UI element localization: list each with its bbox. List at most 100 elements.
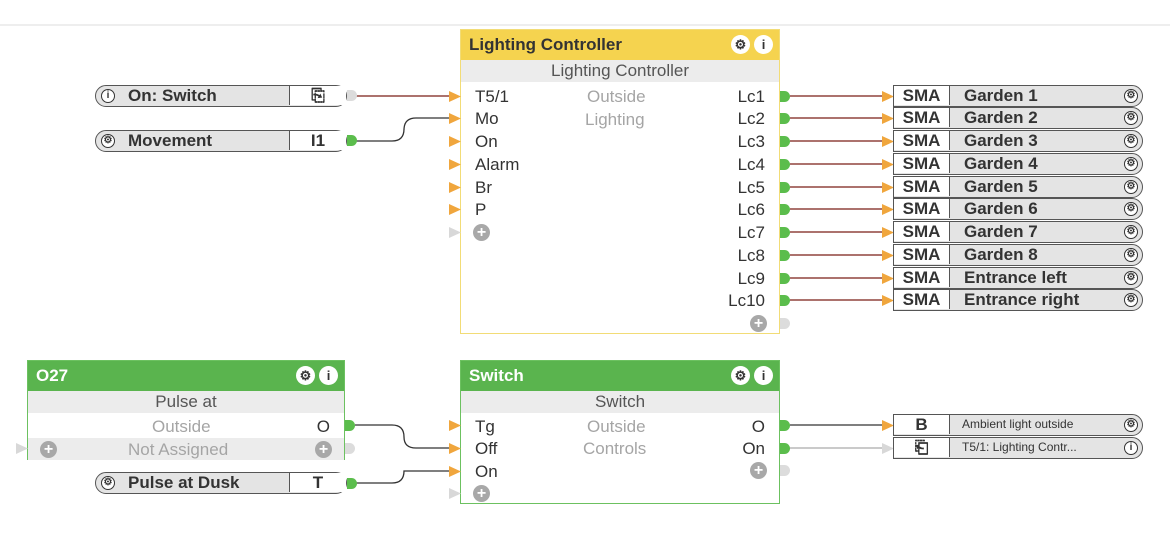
output-garden-2[interactable]: SMA Garden 2 ⚙	[893, 107, 1143, 129]
info-icon[interactable]: i	[754, 366, 773, 385]
output-port[interactable]	[780, 250, 790, 261]
gear-icon[interactable]: ⚙	[731, 366, 750, 385]
output-tag: SMA	[894, 245, 950, 264]
output-tag: SMA	[894, 222, 950, 241]
input-port[interactable]	[882, 159, 894, 170]
gear-icon[interactable]: ⚙	[1124, 202, 1138, 216]
input-port[interactable]	[449, 204, 461, 215]
gear-icon[interactable]: ⚙	[296, 366, 315, 385]
info-icon[interactable]: i	[319, 366, 338, 385]
output-port[interactable]	[780, 159, 790, 170]
output-garden-7[interactable]: SMA Garden 7 ⚙	[893, 221, 1143, 243]
output-ambient-light[interactable]: B Ambient light outside ⚙	[893, 414, 1143, 436]
input-port[interactable]	[449, 136, 461, 147]
input-port[interactable]	[882, 182, 894, 193]
block-header[interactable]: O27 ⚙ i	[28, 361, 344, 391]
output-tag: SMA	[894, 290, 950, 309]
output-port[interactable]	[780, 113, 790, 124]
output-port[interactable]	[345, 443, 355, 454]
output-port[interactable]	[780, 443, 790, 454]
gear-icon[interactable]: ⚙	[1124, 157, 1138, 171]
output-port[interactable]	[780, 465, 790, 476]
input-on-switch[interactable]: i On: Switch ⎘	[95, 85, 347, 107]
add-output-icon[interactable]: +	[750, 462, 767, 479]
add-input-icon[interactable]: +	[473, 485, 490, 502]
info-icon[interactable]: i	[101, 89, 115, 103]
input-port[interactable]	[882, 420, 894, 431]
output-port[interactable]	[347, 478, 357, 489]
add-input-icon[interactable]: +	[473, 224, 490, 241]
input-port[interactable]	[449, 488, 461, 499]
output-label: Garden 3	[964, 131, 1038, 150]
switch-block[interactable]: Switch ⚙ i Switch Tg Off On + Outside Co…	[460, 360, 780, 504]
gear-icon[interactable]: ⚙	[731, 35, 750, 54]
output-port[interactable]	[780, 204, 790, 215]
block-header[interactable]: Lighting Controller ⚙ i	[461, 30, 779, 60]
output-port[interactable]	[780, 91, 790, 102]
input-port[interactable]	[882, 273, 894, 284]
gear-icon[interactable]: ⚙	[1124, 134, 1138, 148]
input-port[interactable]	[882, 250, 894, 261]
input-port[interactable]	[882, 136, 894, 147]
output-label: Lc1	[737, 87, 765, 106]
info-icon[interactable]: i	[754, 35, 773, 54]
output-garden-3[interactable]: SMA Garden 3 ⚙	[893, 130, 1143, 152]
output-port[interactable]	[780, 295, 790, 306]
output-tag: SMA	[894, 199, 950, 218]
output-label: Entrance left	[964, 268, 1067, 287]
gear-icon[interactable]: ⚙	[1124, 89, 1138, 103]
gear-icon[interactable]: ⚙	[101, 476, 115, 490]
gear-icon[interactable]: ⚙	[1124, 271, 1138, 285]
output-entrance-left[interactable]: SMA Entrance left ⚙	[893, 267, 1143, 289]
output-port[interactable]	[347, 135, 357, 146]
input-port[interactable]	[882, 113, 894, 124]
lighting-controller-block[interactable]: Lighting Controller ⚙ i Lighting Control…	[460, 29, 780, 334]
output-label: Lc7	[737, 223, 765, 242]
output-port[interactable]	[345, 420, 355, 431]
input-port[interactable]	[449, 113, 461, 124]
input-port[interactable]	[449, 466, 461, 477]
output-garden-8[interactable]: SMA Garden 8 ⚙	[893, 244, 1143, 266]
gear-icon[interactable]: ⚙	[1124, 180, 1138, 194]
input-port[interactable]	[882, 227, 894, 238]
input-port[interactable]	[882, 91, 894, 102]
input-port[interactable]	[449, 227, 461, 238]
add-output-icon[interactable]: +	[315, 441, 332, 458]
output-garden-4[interactable]: SMA Garden 4 ⚙	[893, 153, 1143, 175]
input-movement[interactable]: ⚙ Movement I1	[95, 130, 347, 152]
gear-icon[interactable]: ⚙	[1124, 225, 1138, 239]
output-port[interactable]	[780, 273, 790, 284]
output-lighting-controller-ref[interactable]: ⎗ T5/1: Lighting Contr... i	[893, 437, 1143, 459]
output-garden-6[interactable]: SMA Garden 6 ⚙	[893, 198, 1143, 220]
input-port[interactable]	[882, 295, 894, 306]
output-port[interactable]	[780, 227, 790, 238]
input-port[interactable]	[449, 159, 461, 170]
gear-icon[interactable]: ⚙	[101, 134, 115, 148]
info-icon[interactable]: i	[1124, 441, 1138, 455]
input-port[interactable]	[449, 443, 461, 454]
input-port[interactable]	[16, 443, 28, 454]
gear-icon[interactable]: ⚙	[1124, 248, 1138, 262]
input-port[interactable]	[449, 182, 461, 193]
block-header[interactable]: Switch ⚙ i	[461, 361, 779, 391]
output-port[interactable]	[780, 136, 790, 147]
gear-icon[interactable]: ⚙	[1124, 418, 1138, 432]
output-port[interactable]	[347, 90, 357, 101]
input-port[interactable]	[882, 204, 894, 215]
gear-icon[interactable]: ⚙	[1124, 111, 1138, 125]
output-port[interactable]	[780, 182, 790, 193]
o27-block[interactable]: O27 ⚙ i Pulse at Outside O + Not Assigne…	[27, 360, 345, 460]
input-pulse-at-dusk[interactable]: ⚙ Pulse at Dusk T	[95, 472, 347, 494]
output-garden-1[interactable]: SMA Garden 1 ⚙	[893, 85, 1143, 107]
output-port[interactable]	[780, 318, 790, 329]
input-port[interactable]	[449, 91, 461, 102]
add-input-icon[interactable]: +	[40, 441, 57, 458]
output-entrance-right[interactable]: SMA Entrance right ⚙	[893, 289, 1143, 311]
input-port[interactable]	[882, 443, 894, 454]
input-port[interactable]	[449, 420, 461, 431]
output-port[interactable]	[780, 420, 790, 431]
input-tag: T	[289, 473, 346, 492]
add-output-icon[interactable]: +	[750, 315, 767, 332]
gear-icon[interactable]: ⚙	[1124, 293, 1138, 307]
output-garden-5[interactable]: SMA Garden 5 ⚙	[893, 176, 1143, 198]
